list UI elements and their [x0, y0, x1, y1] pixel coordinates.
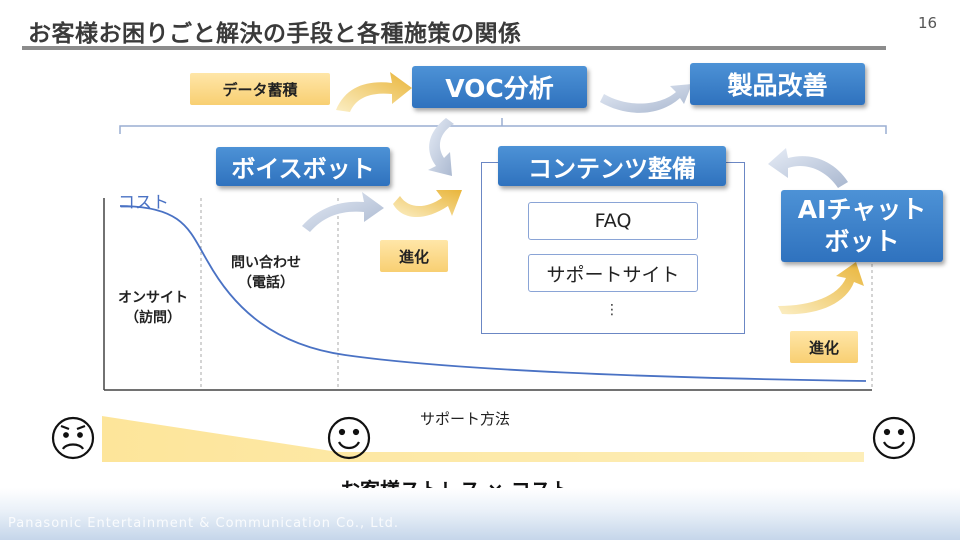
onsite-label-line1: オンサイト — [118, 290, 188, 306]
evolve-tag-left: 進化 — [380, 240, 448, 272]
product-improvement-box: 製品改善 — [690, 63, 865, 105]
ai-chatbot-line2: ボット — [824, 227, 900, 256]
onsite-label: オンサイト （訪問） — [108, 288, 198, 328]
arrow-to-aichat — [768, 148, 848, 188]
worried-face-icon — [51, 416, 95, 460]
footer-company: Panasonic Entertainment & Communication … — [8, 516, 400, 531]
cost-curve — [119, 205, 867, 382]
contents-panel — [481, 162, 745, 334]
smile-face-center-icon — [327, 416, 371, 460]
phone-label-line1: 問い合わせ — [231, 255, 301, 271]
page-title: お客様お困りごと解決の手段と各種施策の関係 — [28, 21, 522, 47]
evolve-tag-right: 進化 — [790, 331, 858, 363]
bracket-line — [119, 118, 887, 134]
stress-band — [102, 416, 864, 462]
arrow-evolve-voicebot — [393, 190, 462, 218]
arrow-to-voicebot — [302, 192, 384, 232]
faq-box: FAQ — [528, 202, 698, 240]
ai-chatbot-line1: AIチャット — [797, 195, 927, 224]
page-number: 16 — [918, 14, 938, 32]
arrow-data-to-voc — [336, 72, 412, 112]
arrow-evolve-aichat — [778, 262, 864, 315]
cost-label: コスト — [118, 193, 169, 213]
contents-box: コンテンツ整備 — [498, 146, 726, 186]
voicebot-box: ボイスボット — [216, 147, 390, 186]
support-site-box: サポートサイト — [528, 254, 698, 292]
phone-label: 問い合わせ （電話） — [218, 253, 314, 293]
onsite-label-line2: （訪問） — [125, 310, 181, 326]
title-underline — [22, 46, 886, 50]
ai-chatbot-box: AIチャット ボット — [781, 190, 943, 262]
arrow-voc-to-product — [600, 84, 692, 113]
x-axis-label: サポート方法 — [420, 410, 511, 428]
data-store-tag: データ蓄積 — [190, 73, 330, 105]
phone-label-line2: （電話） — [238, 275, 294, 291]
footer-band — [0, 488, 960, 540]
arrow-voc-down — [428, 118, 454, 176]
smile-face-right-icon — [872, 416, 916, 460]
voc-analysis-box: VOC分析 — [412, 66, 587, 108]
more-ellipsis: ⋮ — [605, 302, 619, 318]
